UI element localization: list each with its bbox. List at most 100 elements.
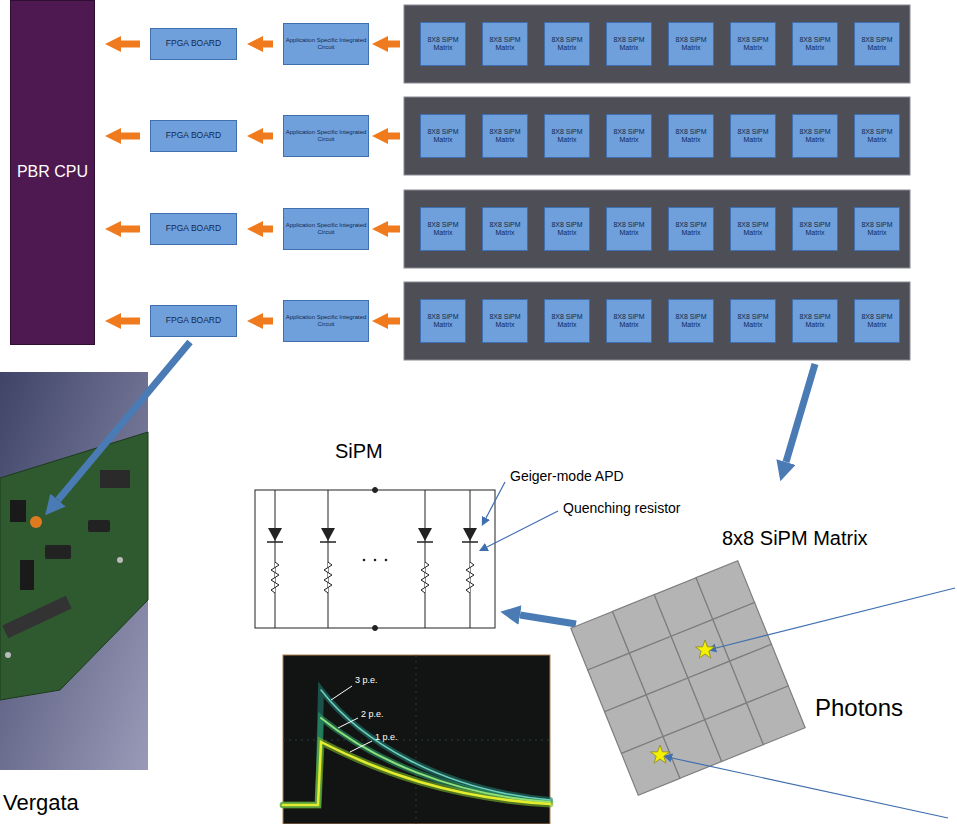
sipm-matrix-box: 8X8 SiPM Matrix xyxy=(792,22,838,66)
oscilloscope-trace xyxy=(283,655,550,824)
sipm-matrix-box: 8X8 SiPM Matrix xyxy=(854,22,900,66)
signal-arrow xyxy=(263,41,273,48)
node-text: 8X8 SiPM Matrix xyxy=(670,313,712,329)
part-label: Photons xyxy=(815,694,903,722)
sipm-matrix-box: 8X8 SiPM Matrix xyxy=(792,207,838,251)
photon-hit-star xyxy=(651,640,715,763)
sipm-matrix-box: 8X8 SiPM Matrix xyxy=(668,299,714,343)
fpga-box: FPGA BOARD xyxy=(150,28,237,60)
sipm-matrix-box: 8X8 SiPM Matrix xyxy=(730,114,776,158)
node-text: 8X8 SiPM Matrix xyxy=(670,221,712,237)
part-label: SiPM xyxy=(335,440,383,463)
node-text: 8X8 SiPM Matrix xyxy=(794,313,836,329)
signal-arrow xyxy=(121,41,140,48)
node-text: 8X8 SiPM Matrix xyxy=(422,128,464,144)
node-text: Application Specific Integrated Circuit xyxy=(285,222,367,236)
node-text: Application Specific Integrated Circuit xyxy=(285,129,367,143)
sipm-matrix-box: 8X8 SiPM Matrix xyxy=(606,299,652,343)
sipm-matrix-box: 8X8 SiPM Matrix xyxy=(420,299,466,343)
callout-label: Quenching resistor xyxy=(563,500,681,516)
node-text: 8X8 SiPM Matrix xyxy=(732,128,774,144)
node-text: 8X8 SiPM Matrix xyxy=(856,313,898,329)
asic-box: Application Specific Integrated Circuit xyxy=(283,115,369,157)
photon-track xyxy=(672,588,955,818)
detector-panel xyxy=(404,5,910,360)
fpga-box: FPGA BOARD xyxy=(150,120,237,152)
sipm-matrix-box: 8X8 SiPM Matrix xyxy=(668,207,714,251)
node-text: FPGA BOARD xyxy=(166,224,221,234)
sipm-matrix-box: 8X8 SiPM Matrix xyxy=(420,22,466,66)
sipm-matrix-box: 8X8 SiPM Matrix xyxy=(730,207,776,251)
sipm-matrix-box: 8X8 SiPM Matrix xyxy=(420,114,466,158)
node-text: 8X8 SiPM Matrix xyxy=(856,221,898,237)
fpga-box: FPGA BOARD xyxy=(150,213,237,245)
asic-box: Application Specific Integrated Circuit xyxy=(283,208,369,250)
sipm-matrix-box: 8X8 SiPM Matrix xyxy=(544,207,590,251)
node-text: 8X8 SiPM Matrix xyxy=(856,36,898,52)
trace-label: 1 p.e. xyxy=(375,732,398,742)
fpga-box: FPGA BOARD xyxy=(150,305,237,337)
fpga-board-render xyxy=(0,372,148,770)
sipm-matrix-box: 8X8 SiPM Matrix xyxy=(606,22,652,66)
trace-label: 3 p.e. xyxy=(355,675,378,685)
node-text: FPGA BOARD xyxy=(166,131,221,141)
leader-line xyxy=(486,482,558,547)
sipm-matrix-box: 8X8 SiPM Matrix xyxy=(420,207,466,251)
node-text: PBR CPU xyxy=(17,163,88,181)
callout-label: Geiger-mode APD xyxy=(510,468,624,484)
node-text: 8X8 SiPM Matrix xyxy=(546,313,588,329)
node-text: Application Specific Integrated Circuit xyxy=(285,37,367,51)
node-text: 8X8 SiPM Matrix xyxy=(794,128,836,144)
node-text: 8X8 SiPM Matrix xyxy=(670,128,712,144)
node-text: 8X8 SiPM Matrix xyxy=(732,36,774,52)
sipm-matrix-box: 8X8 SiPM Matrix xyxy=(606,207,652,251)
zoom-arrow xyxy=(58,342,815,624)
signal-arrow xyxy=(263,133,273,140)
node-text: 8X8 SiPM Matrix xyxy=(422,36,464,52)
node-text: 8X8 SiPM Matrix xyxy=(546,128,588,144)
node-text: 8X8 SiPM Matrix xyxy=(422,221,464,237)
sipm-matrix-box: 8X8 SiPM Matrix xyxy=(668,22,714,66)
sipm-matrix-box: 8X8 SiPM Matrix xyxy=(854,114,900,158)
node-text: 8X8 SiPM Matrix xyxy=(422,313,464,329)
sipm-matrix-box: 8X8 SiPM Matrix xyxy=(544,299,590,343)
signal-arrow xyxy=(121,318,140,325)
sipm-matrix-box: 8X8 SiPM Matrix xyxy=(482,207,528,251)
asic-box: Application Specific Integrated Circuit xyxy=(283,300,369,342)
sipm-matrix-box: 8X8 SiPM Matrix xyxy=(668,114,714,158)
node-text: 8X8 SiPM Matrix xyxy=(856,128,898,144)
sipm-matrix-box: 8X8 SiPM Matrix xyxy=(854,299,900,343)
node-text: 8X8 SiPM Matrix xyxy=(484,36,526,52)
node-text: 8X8 SiPM Matrix xyxy=(732,221,774,237)
node-text: 8X8 SiPM Matrix xyxy=(608,128,650,144)
signal-arrow xyxy=(263,226,273,233)
node-text: 8X8 SiPM Matrix xyxy=(546,221,588,237)
node-text: 8X8 SiPM Matrix xyxy=(484,221,526,237)
node-text: 8X8 SiPM Matrix xyxy=(484,128,526,144)
node-text: FPGA BOARD xyxy=(166,39,221,49)
node-text: 8X8 SiPM Matrix xyxy=(546,36,588,52)
sipm-matrix-box: 8X8 SiPM Matrix xyxy=(792,299,838,343)
node-text: 8X8 SiPM Matrix xyxy=(794,221,836,237)
sipm-schematic xyxy=(255,488,495,631)
node-text: Application Specific Integrated Circuit xyxy=(285,314,367,328)
signal-arrow xyxy=(263,318,273,325)
sipm-matrix-box: 8X8 SiPM Matrix xyxy=(854,207,900,251)
sipm-matrix-box: 8X8 SiPM Matrix xyxy=(482,22,528,66)
node-text: 8X8 SiPM Matrix xyxy=(794,36,836,52)
sipm-matrix-box: 8X8 SiPM Matrix xyxy=(730,299,776,343)
caption-fragment: Vergata xyxy=(3,790,79,815)
panel-arrow xyxy=(388,44,400,321)
sipm-matrix-box: 8X8 SiPM Matrix xyxy=(606,114,652,158)
sipm-matrix-tiles xyxy=(571,561,805,795)
node-text: FPGA BOARD xyxy=(166,316,221,326)
sipm-matrix-box: 8X8 SiPM Matrix xyxy=(482,299,528,343)
sipm-matrix-box: 8X8 SiPM Matrix xyxy=(792,114,838,158)
node-text: 8X8 SiPM Matrix xyxy=(732,313,774,329)
node-text: 8X8 SiPM Matrix xyxy=(608,313,650,329)
cpu-box: PBR CPU xyxy=(10,0,95,345)
node-text: 8X8 SiPM Matrix xyxy=(608,36,650,52)
sipm-matrix-box: 8X8 SiPM Matrix xyxy=(544,22,590,66)
sipm-matrix-box: 8X8 SiPM Matrix xyxy=(730,22,776,66)
node-text: 8X8 SiPM Matrix xyxy=(484,313,526,329)
